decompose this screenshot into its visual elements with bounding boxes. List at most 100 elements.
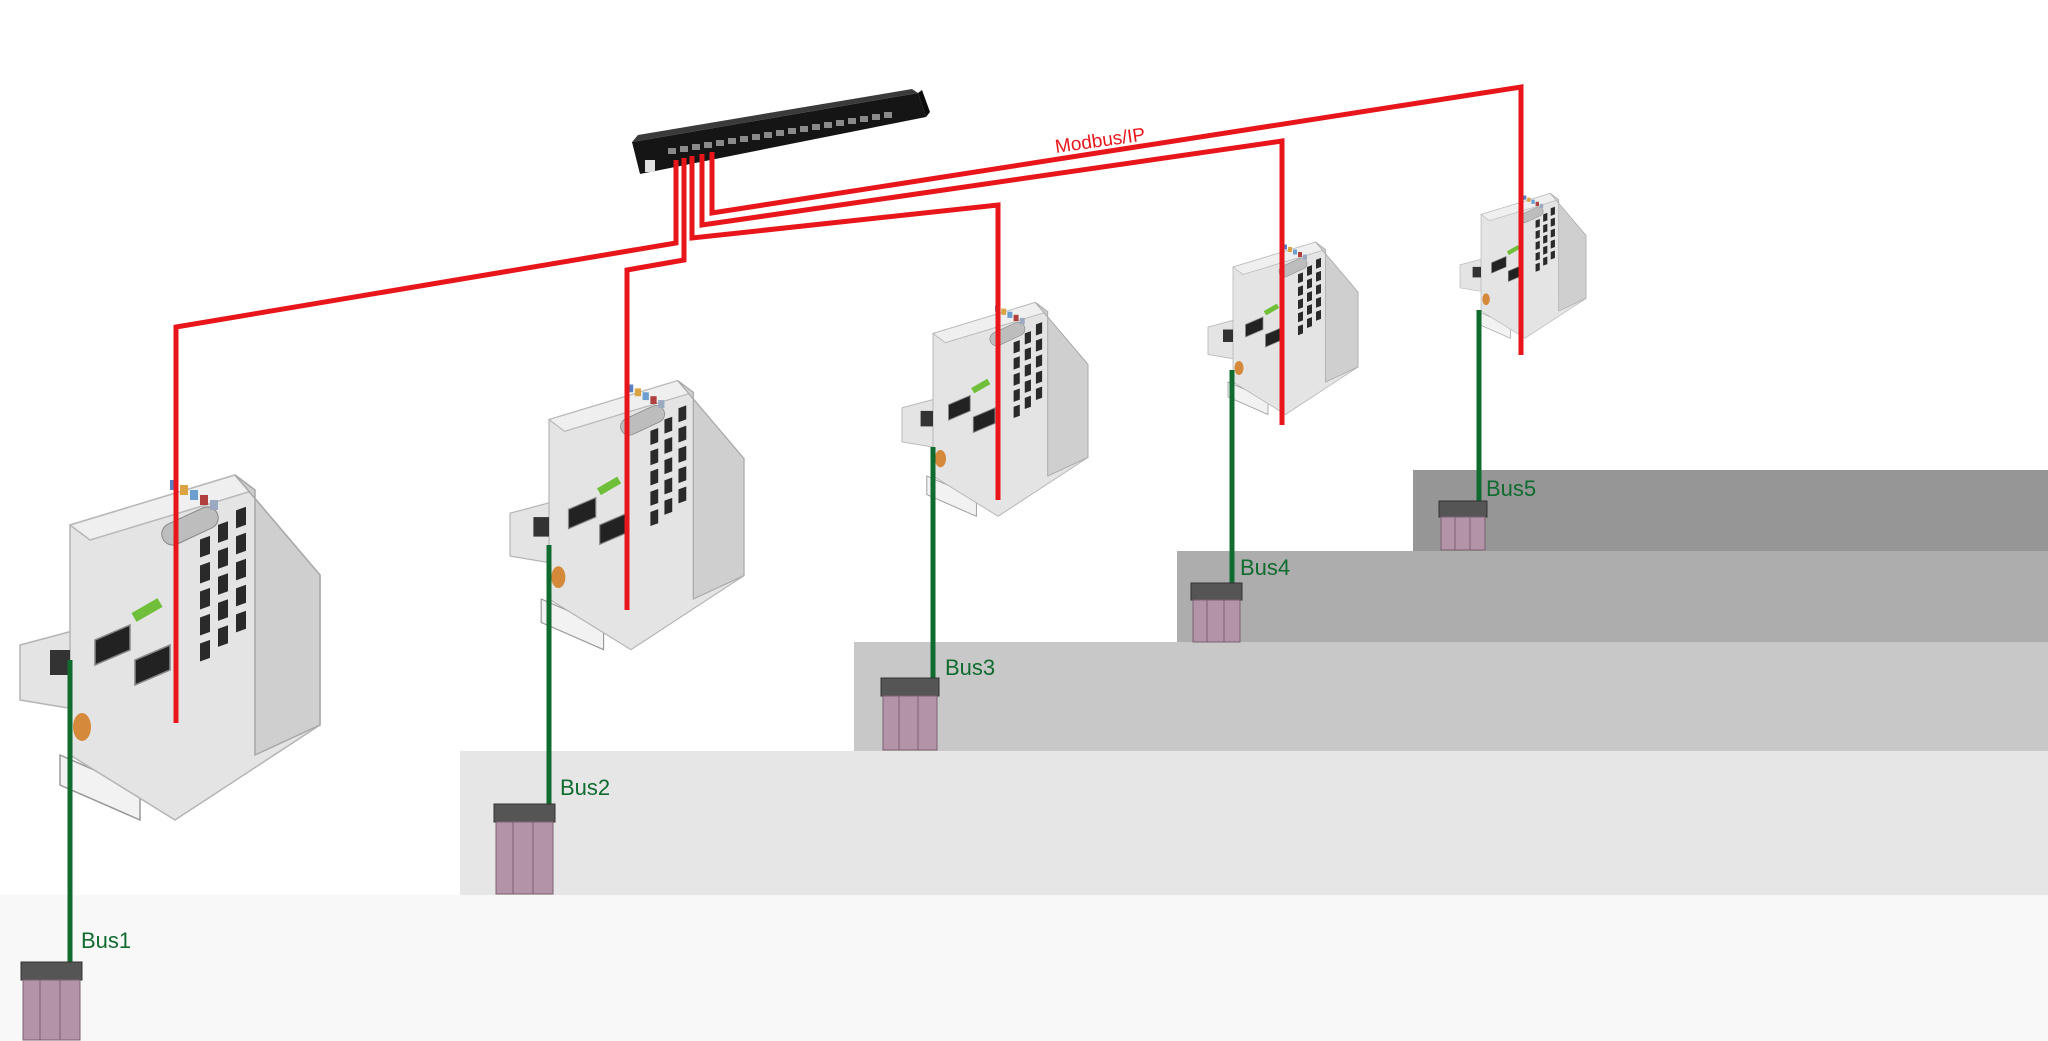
step-3 xyxy=(854,642,2048,751)
vent-slot xyxy=(1550,206,1555,216)
vent-slot xyxy=(236,532,246,555)
plc-handle xyxy=(1278,257,1308,278)
vent-slot xyxy=(1013,404,1020,419)
bus-plug xyxy=(920,410,933,427)
vent-slot xyxy=(1307,304,1312,315)
controller-2 xyxy=(509,379,745,651)
vent-slot xyxy=(1035,386,1043,400)
brand-logo xyxy=(1506,245,1520,256)
vent-slot xyxy=(1298,324,1303,336)
plc-side xyxy=(1315,241,1359,383)
vent-slot xyxy=(664,457,673,475)
vent-slot xyxy=(1298,298,1303,310)
ethernet-cable-1 xyxy=(173,160,679,723)
vent-slot xyxy=(1535,229,1540,239)
vent-slot xyxy=(1307,317,1312,328)
step-platforms xyxy=(0,470,2048,1041)
vent-slot xyxy=(1316,270,1321,282)
terminal xyxy=(190,490,198,500)
vent-slot xyxy=(650,448,659,466)
vent-slot xyxy=(218,599,228,621)
ethernet-port-2 xyxy=(972,407,996,434)
vent-slot xyxy=(1543,245,1548,255)
vent-slot xyxy=(1316,296,1321,308)
vent-slot xyxy=(664,497,673,515)
vent-slot xyxy=(1298,285,1303,297)
vent-slot xyxy=(1316,283,1321,295)
vent-slot xyxy=(218,573,228,595)
terminal xyxy=(1013,314,1019,321)
bus-labels: Bus1 Bus2 Bus3 Bus4 Bus5 xyxy=(81,476,1536,953)
ethernet-cable-5 xyxy=(709,84,1524,355)
vent-slot xyxy=(1543,223,1548,233)
bus-label-2: Bus2 xyxy=(560,775,610,800)
terminal xyxy=(1535,201,1539,206)
vent-slot xyxy=(1543,212,1548,222)
ethernet-cables: Modbus/IP xyxy=(173,84,1524,723)
terminal xyxy=(210,500,218,510)
vent-slot xyxy=(1035,338,1043,352)
vent-slot xyxy=(664,436,673,454)
terminal xyxy=(1001,308,1007,315)
vent-slot xyxy=(678,445,687,463)
ethernet-port-1 xyxy=(567,496,597,530)
vent-slot xyxy=(1013,388,1020,402)
vent-slot xyxy=(664,477,673,495)
brand-logo xyxy=(1263,303,1280,316)
brand-logo xyxy=(131,598,163,622)
controllers xyxy=(19,193,1587,822)
vent-slot xyxy=(1543,256,1548,266)
vent-slot xyxy=(1024,395,1031,409)
vent-slot xyxy=(1550,217,1555,227)
status-marker xyxy=(1234,361,1244,375)
vent-slot xyxy=(1035,354,1043,368)
vent-slot xyxy=(1035,370,1043,384)
bus-connector-5 xyxy=(1438,500,1488,551)
controller-4 xyxy=(1207,241,1359,416)
ethernet-cable-2 xyxy=(624,158,687,610)
terminal xyxy=(658,400,665,408)
status-marker xyxy=(551,566,566,589)
ethernet-port-1 xyxy=(94,623,131,667)
controller-1 xyxy=(19,474,321,822)
vent-slot xyxy=(236,610,246,633)
vent-slot xyxy=(236,584,246,607)
terminal xyxy=(1288,247,1292,252)
status-marker xyxy=(73,713,91,741)
bus-label-5: Bus5 xyxy=(1486,476,1536,501)
terminal xyxy=(1293,249,1297,255)
bus-plug xyxy=(1472,266,1481,278)
vent-slot xyxy=(1535,218,1540,229)
bus-connector-3 xyxy=(880,677,940,751)
vent-slot xyxy=(236,506,246,529)
vent-slot xyxy=(664,416,673,434)
vent-slot xyxy=(200,613,210,636)
bus-label-1: Bus1 xyxy=(81,928,131,953)
vent-slot xyxy=(1013,340,1020,354)
vent-slot xyxy=(1307,278,1312,289)
ethernet-port-1 xyxy=(1245,316,1264,338)
bus-lines xyxy=(67,310,1482,964)
status-marker xyxy=(934,449,947,468)
plc-side xyxy=(1550,193,1587,312)
bus-label-3: Bus3 xyxy=(945,655,995,680)
vent-slot xyxy=(1307,291,1312,302)
terminal xyxy=(200,495,208,505)
vent-slot xyxy=(1298,311,1303,323)
terminal xyxy=(1539,203,1544,209)
bus-connectors xyxy=(20,500,1488,1041)
bus-connector-1 xyxy=(20,961,83,1041)
vent-slot xyxy=(236,558,246,581)
vent-slot xyxy=(218,547,228,569)
bus-plug xyxy=(50,650,70,675)
vent-slot xyxy=(1550,228,1555,238)
terminal xyxy=(1007,311,1013,318)
vent-slot xyxy=(1013,356,1020,370)
vent-slot xyxy=(1013,372,1020,386)
plc-handle xyxy=(620,405,666,436)
ethernet-cable-4 xyxy=(699,138,1285,425)
controller-3 xyxy=(901,301,1089,518)
brand-logo xyxy=(971,378,991,394)
terminal xyxy=(627,384,634,393)
